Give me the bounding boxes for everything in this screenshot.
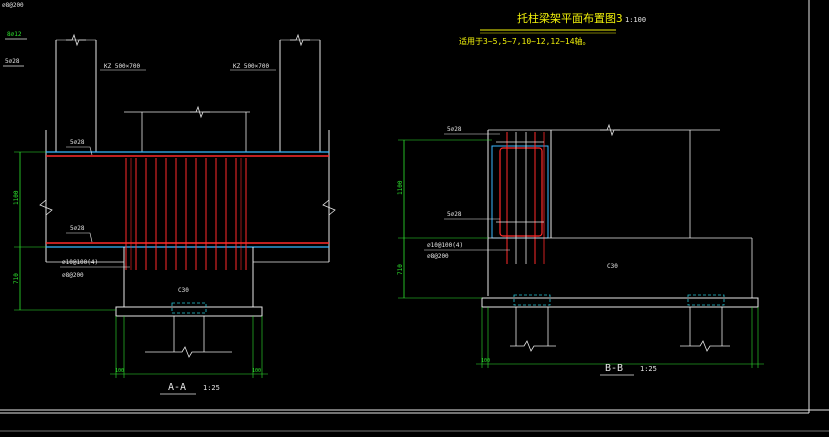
rebar-bot-label: 5⌀28 (70, 225, 85, 232)
rebar-top-leader (66, 146, 93, 156)
section-a-scale: 1:25 (203, 384, 220, 392)
dim-upper-a: 1100 (13, 190, 20, 205)
dim-upper-b: 1100 (397, 180, 404, 195)
break-symbol-left (66, 33, 86, 47)
break-symbol-right (290, 33, 310, 47)
stirrup-label-2: ⌀8@200 (62, 272, 84, 279)
section-b-scale: 1:25 (640, 365, 657, 373)
section-a-label: A-A (168, 382, 186, 393)
concrete-label-a: C30 (178, 287, 189, 294)
stirrup-label: ⌀10@100(4) (62, 259, 98, 266)
pile-break-b2 (680, 340, 730, 352)
kz-right-label: KZ 500×700 (233, 63, 270, 70)
rebar-bot-leader (66, 232, 93, 243)
title-scale: 1:100 (625, 16, 646, 24)
dim-lower-a: 710 (13, 273, 20, 284)
footing-slab-a (115, 306, 263, 317)
rebar-top-label-b: 5⌀28 (447, 126, 462, 133)
beam-break-right (322, 199, 336, 216)
rebar-mid-label-b: 5⌀28 (447, 211, 462, 218)
pile-break-a (145, 346, 232, 358)
stirrup-label-b: ⌀10@100(4) (427, 242, 463, 249)
break-symbol-b (600, 123, 620, 137)
section-b-b[interactable]: 5⌀28 5⌀28 C30 ⌀10@100(4) ⌀8@200 1100 710 (397, 123, 764, 376)
pile-break-b1 (510, 340, 556, 352)
dashed-pile-cap-a (171, 302, 207, 314)
footing-slab-b (481, 297, 759, 308)
dashed-pile-cap-b1 (513, 294, 551, 306)
section-b-label: B-B (605, 363, 623, 374)
dim-foot-left-a: 100 (115, 368, 124, 374)
edge-label-1: ⌀8@200 (2, 2, 24, 9)
dashed-pile-cap-b2 (687, 294, 725, 306)
dim-foot-b: 100 (481, 358, 490, 364)
stirrup-cage-red (499, 147, 543, 237)
beam-break-left (39, 199, 53, 216)
edge-label-2: 8⌀12 (7, 31, 22, 38)
section-a-a[interactable]: KZ 500×700 KZ 500×700 5⌀28 5⌀28 (13, 33, 336, 395)
dim-lower-b: 710 (397, 264, 404, 275)
rebar-top-label: 5⌀28 (70, 139, 85, 146)
break-symbol-mid (190, 105, 210, 119)
hanger-stirrups (125, 158, 247, 270)
drawing-note: 适用于3~5,5~7,10~12,12~14轴。 (459, 36, 591, 46)
kz-left-label: KZ 500×700 (104, 63, 141, 70)
stirrup-label-b-2: ⌀8@200 (427, 253, 449, 260)
edge-label-3: 5⌀28 (5, 58, 20, 65)
concrete-label-b: C30 (607, 263, 618, 270)
drawing-title: 托柱梁架平面布置图3 (517, 11, 623, 25)
dim-foot-right-a: 100 (252, 368, 261, 374)
